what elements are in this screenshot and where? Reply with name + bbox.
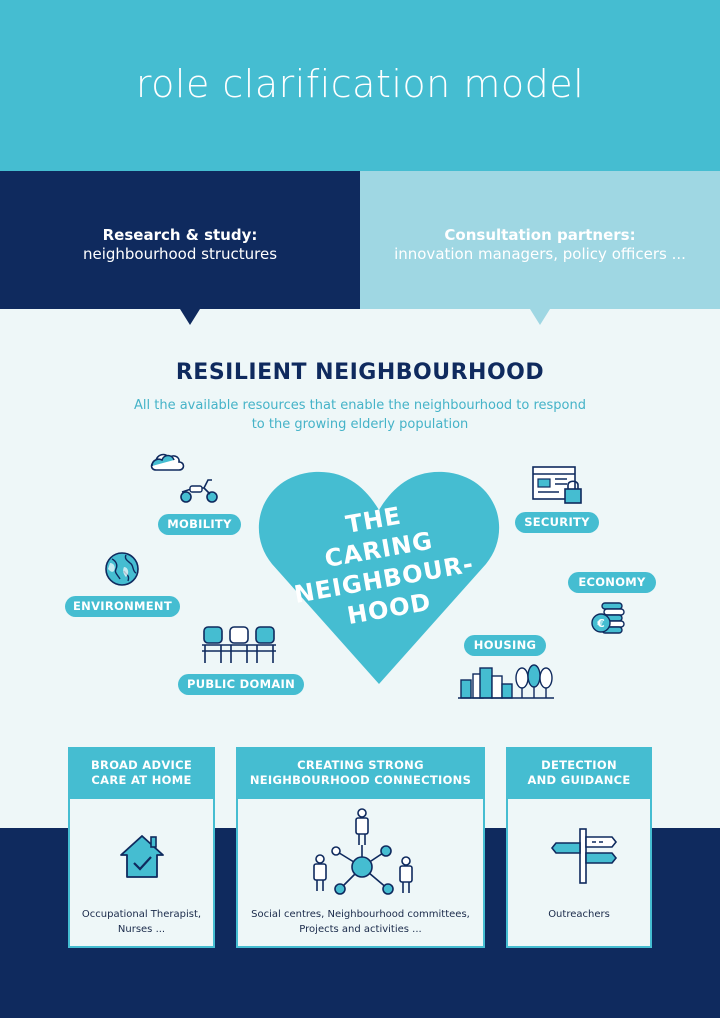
card-title-line2: NEIGHBOURHOOD CONNECTIONS (249, 773, 472, 787)
card-care-at-home: BROAD ADVICE CARE AT HOME Occupational T… (68, 747, 215, 948)
resilient-subtitle-line1: All the available resources that enable … (134, 398, 586, 413)
header: role clarification model (0, 0, 720, 171)
mobility-pill: MOBILITY (158, 514, 241, 535)
environment-pill: ENVIRONMENT (65, 596, 180, 617)
card-detection-guidance: DETECTION AND GUIDANCE Outreachers (506, 747, 652, 948)
card-title: BROAD ADVICE CARE AT HOME (68, 747, 215, 799)
network-icon (313, 808, 413, 895)
card-foot: Social centres, Neighbourhood committees… (238, 907, 483, 937)
card-neighbourhood-connections: CREATING STRONG NEIGHBOURHOOD CONNECTION… (236, 747, 485, 948)
consultation-pointer (530, 309, 550, 325)
svg-text:€: € (596, 617, 605, 630)
heart-shape: THE CARING NEIGHBOUR- HOOD (258, 471, 500, 684)
economy-pill: ECONOMY (568, 572, 656, 593)
card-title-line2: CARE AT HOME (91, 773, 192, 787)
research-band: Research & study: neighbourhood structur… (0, 171, 360, 309)
security-pill: SECURITY (515, 512, 599, 533)
card-title-line1: DETECTION (541, 758, 617, 772)
card-title-line1: BROAD ADVICE (90, 758, 193, 772)
house-check-icon (120, 835, 164, 878)
consultation-band: Consultation partners: innovation manage… (360, 171, 720, 309)
card-title: CREATING STRONG NEIGHBOURHOOD CONNECTION… (236, 747, 485, 799)
card-title-line2: AND GUIDANCE (527, 773, 631, 787)
public-domain-pill: PUBLIC DOMAIN (178, 674, 304, 695)
housing-pill: HOUSING (464, 635, 546, 656)
card-title-line1: CREATING STRONG (297, 758, 424, 772)
cloud-icon (150, 453, 185, 471)
resilient-subtitle: All the available resources that enable … (110, 396, 610, 434)
resilient-subtitle-line2: to the growing elderly population (251, 417, 469, 432)
card-foot: Outreachers (508, 907, 650, 922)
card-foot-line1: Occupational Therapist, (81, 909, 202, 920)
consultation-subtitle: innovation managers, policy officers ... (394, 245, 686, 263)
card-foot-line1: Social centres, Neighbourhood committees… (251, 909, 470, 920)
globe-icon (105, 552, 139, 586)
secure-document-icon (532, 466, 582, 504)
resilient-title: RESILIENT NEIGHBOURHOOD (175, 360, 545, 385)
coins-icon: € (591, 602, 625, 634)
research-subtitle: neighbourhood structures (82, 245, 278, 263)
research-title: Research & study: (102, 226, 258, 244)
chairs-icon (202, 626, 276, 663)
research-pointer (180, 309, 200, 325)
card-foot-line1: Outreachers (548, 909, 610, 920)
card-foot: Occupational Therapist, Nurses ... (70, 907, 213, 937)
signpost-icon (550, 828, 618, 884)
consultation-title: Consultation partners: (444, 226, 636, 244)
city-icon (458, 664, 554, 699)
card-foot-line2: Nurses ... (117, 924, 166, 935)
card-title: DETECTION AND GUIDANCE (506, 747, 652, 799)
scooter-icon (180, 479, 218, 503)
card-foot-line2: Projects and activities ... (299, 924, 422, 935)
page-title: role clarification model (135, 62, 585, 106)
